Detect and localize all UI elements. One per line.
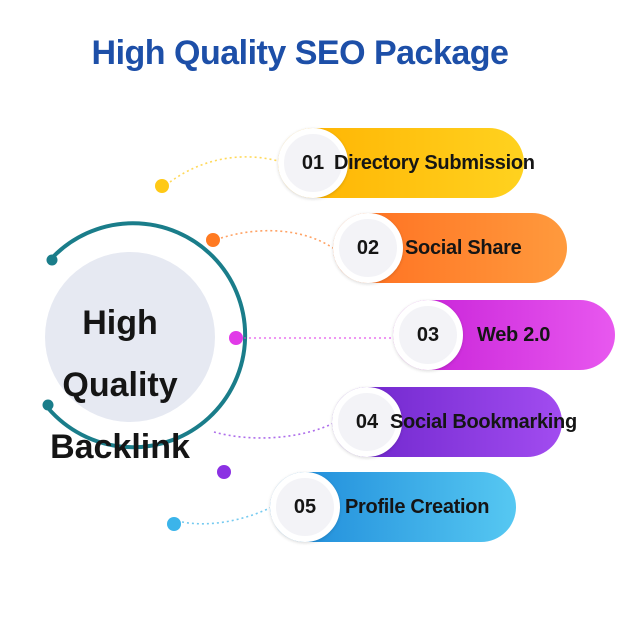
item-label: Web 2.0 (477, 324, 551, 346)
hub-ring-dot-top (46, 254, 58, 266)
item-number-badge: 01 (278, 128, 348, 198)
item-pill-directory-submission: 01 Directory Submission (278, 128, 535, 198)
item-number-badge: 02 (333, 213, 403, 283)
page-title: High Quality SEO Package (91, 34, 509, 72)
hub-label: High Quality Backlink (20, 292, 220, 478)
item-pill-social-share: 02 Social Share (333, 213, 567, 283)
item-label: Social Share (405, 237, 522, 259)
connector-line-5 (181, 505, 275, 525)
connector-line-1 (169, 156, 283, 183)
item-number-badge: 04 (332, 387, 402, 457)
connector-dot-1 (155, 179, 169, 193)
item-pill-profile-creation: 05 Profile Creation (270, 472, 516, 542)
connector-dot-4 (217, 465, 231, 479)
item-label: Profile Creation (345, 496, 490, 518)
connector-dot-2 (206, 233, 220, 247)
connector-line-4 (213, 421, 337, 439)
item-label: Social Bookmarking (390, 411, 577, 433)
hub-label-line-2: Backlink (50, 428, 190, 466)
item-number-badge: 05 (270, 472, 340, 542)
item-pill-web-2: 03 Web 2.0 (393, 300, 615, 370)
item-number-badge: 03 (393, 300, 463, 370)
hub-label-line-1: High Quality (62, 304, 178, 404)
connector-line-2 (220, 229, 337, 251)
item-pill-social-bookmarking: 04 Social Bookmarking (332, 387, 577, 457)
item-label: Directory Submission (334, 152, 535, 174)
hub-ring-dot-bottom (42, 399, 54, 411)
connector-dot-3 (229, 331, 243, 345)
connector-dot-5 (167, 517, 181, 531)
hub-fill-circle (45, 252, 215, 422)
